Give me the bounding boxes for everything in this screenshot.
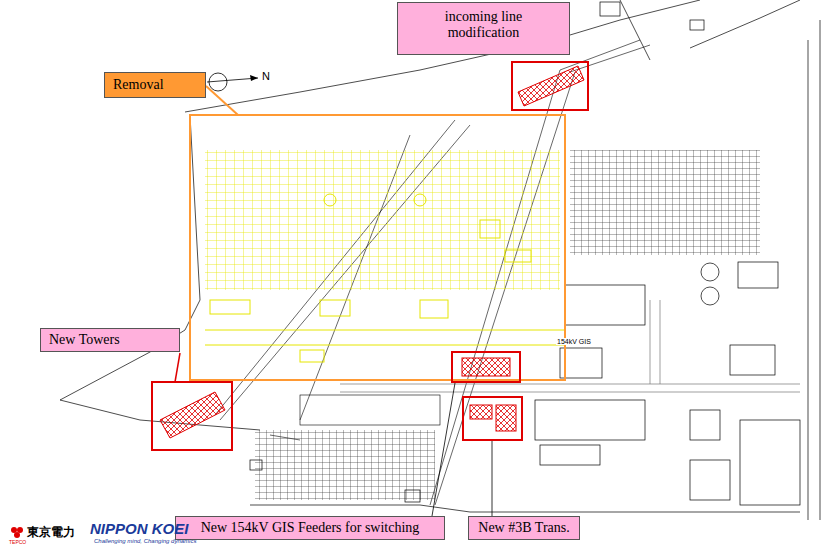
callout-box: Removal: [104, 72, 206, 98]
callout-box: incoming line modification: [397, 2, 570, 55]
tepco-logo: [11, 527, 23, 538]
logo-text: TEPCO: [9, 539, 26, 545]
leader-line: [175, 353, 180, 382]
leader-line: [432, 383, 455, 516]
incoming-modification: [512, 62, 588, 110]
removal-area: [190, 115, 565, 380]
callout-text: Removal: [113, 77, 164, 93]
company-logo: NIPPON KOEI: [90, 520, 188, 537]
tagline: Challenging mind, Changing dynamics: [94, 538, 196, 544]
callout-text: New 154kV GIS Feeders for switching: [201, 520, 420, 536]
footer-rule: [175, 544, 832, 546]
new-towers: [152, 382, 232, 450]
removal-yard: [205, 150, 565, 362]
site-boundary: [60, 0, 820, 520]
callout-text: New Towers: [49, 332, 120, 348]
callout-text: incoming line modification: [428, 9, 539, 41]
leader-line: [206, 86, 238, 115]
equipment-label: 154kV GIS: [556, 338, 592, 345]
callout-box: New 154kV GIS Feeders for switching: [175, 516, 445, 540]
callout-box: New Towers: [40, 328, 180, 352]
callout-box: New #3B Trans.: [468, 516, 580, 540]
company-name: 東京電力: [27, 524, 75, 541]
leader-line: [492, 441, 493, 516]
buildings: [250, 262, 800, 505]
switchyards: [255, 150, 760, 500]
north-arrow: [207, 73, 258, 91]
new-gis-feeders: [452, 352, 520, 382]
callout-text: New #3B Trans.: [478, 520, 569, 536]
north-label: N: [262, 70, 270, 82]
new-transformer: [463, 397, 522, 440]
